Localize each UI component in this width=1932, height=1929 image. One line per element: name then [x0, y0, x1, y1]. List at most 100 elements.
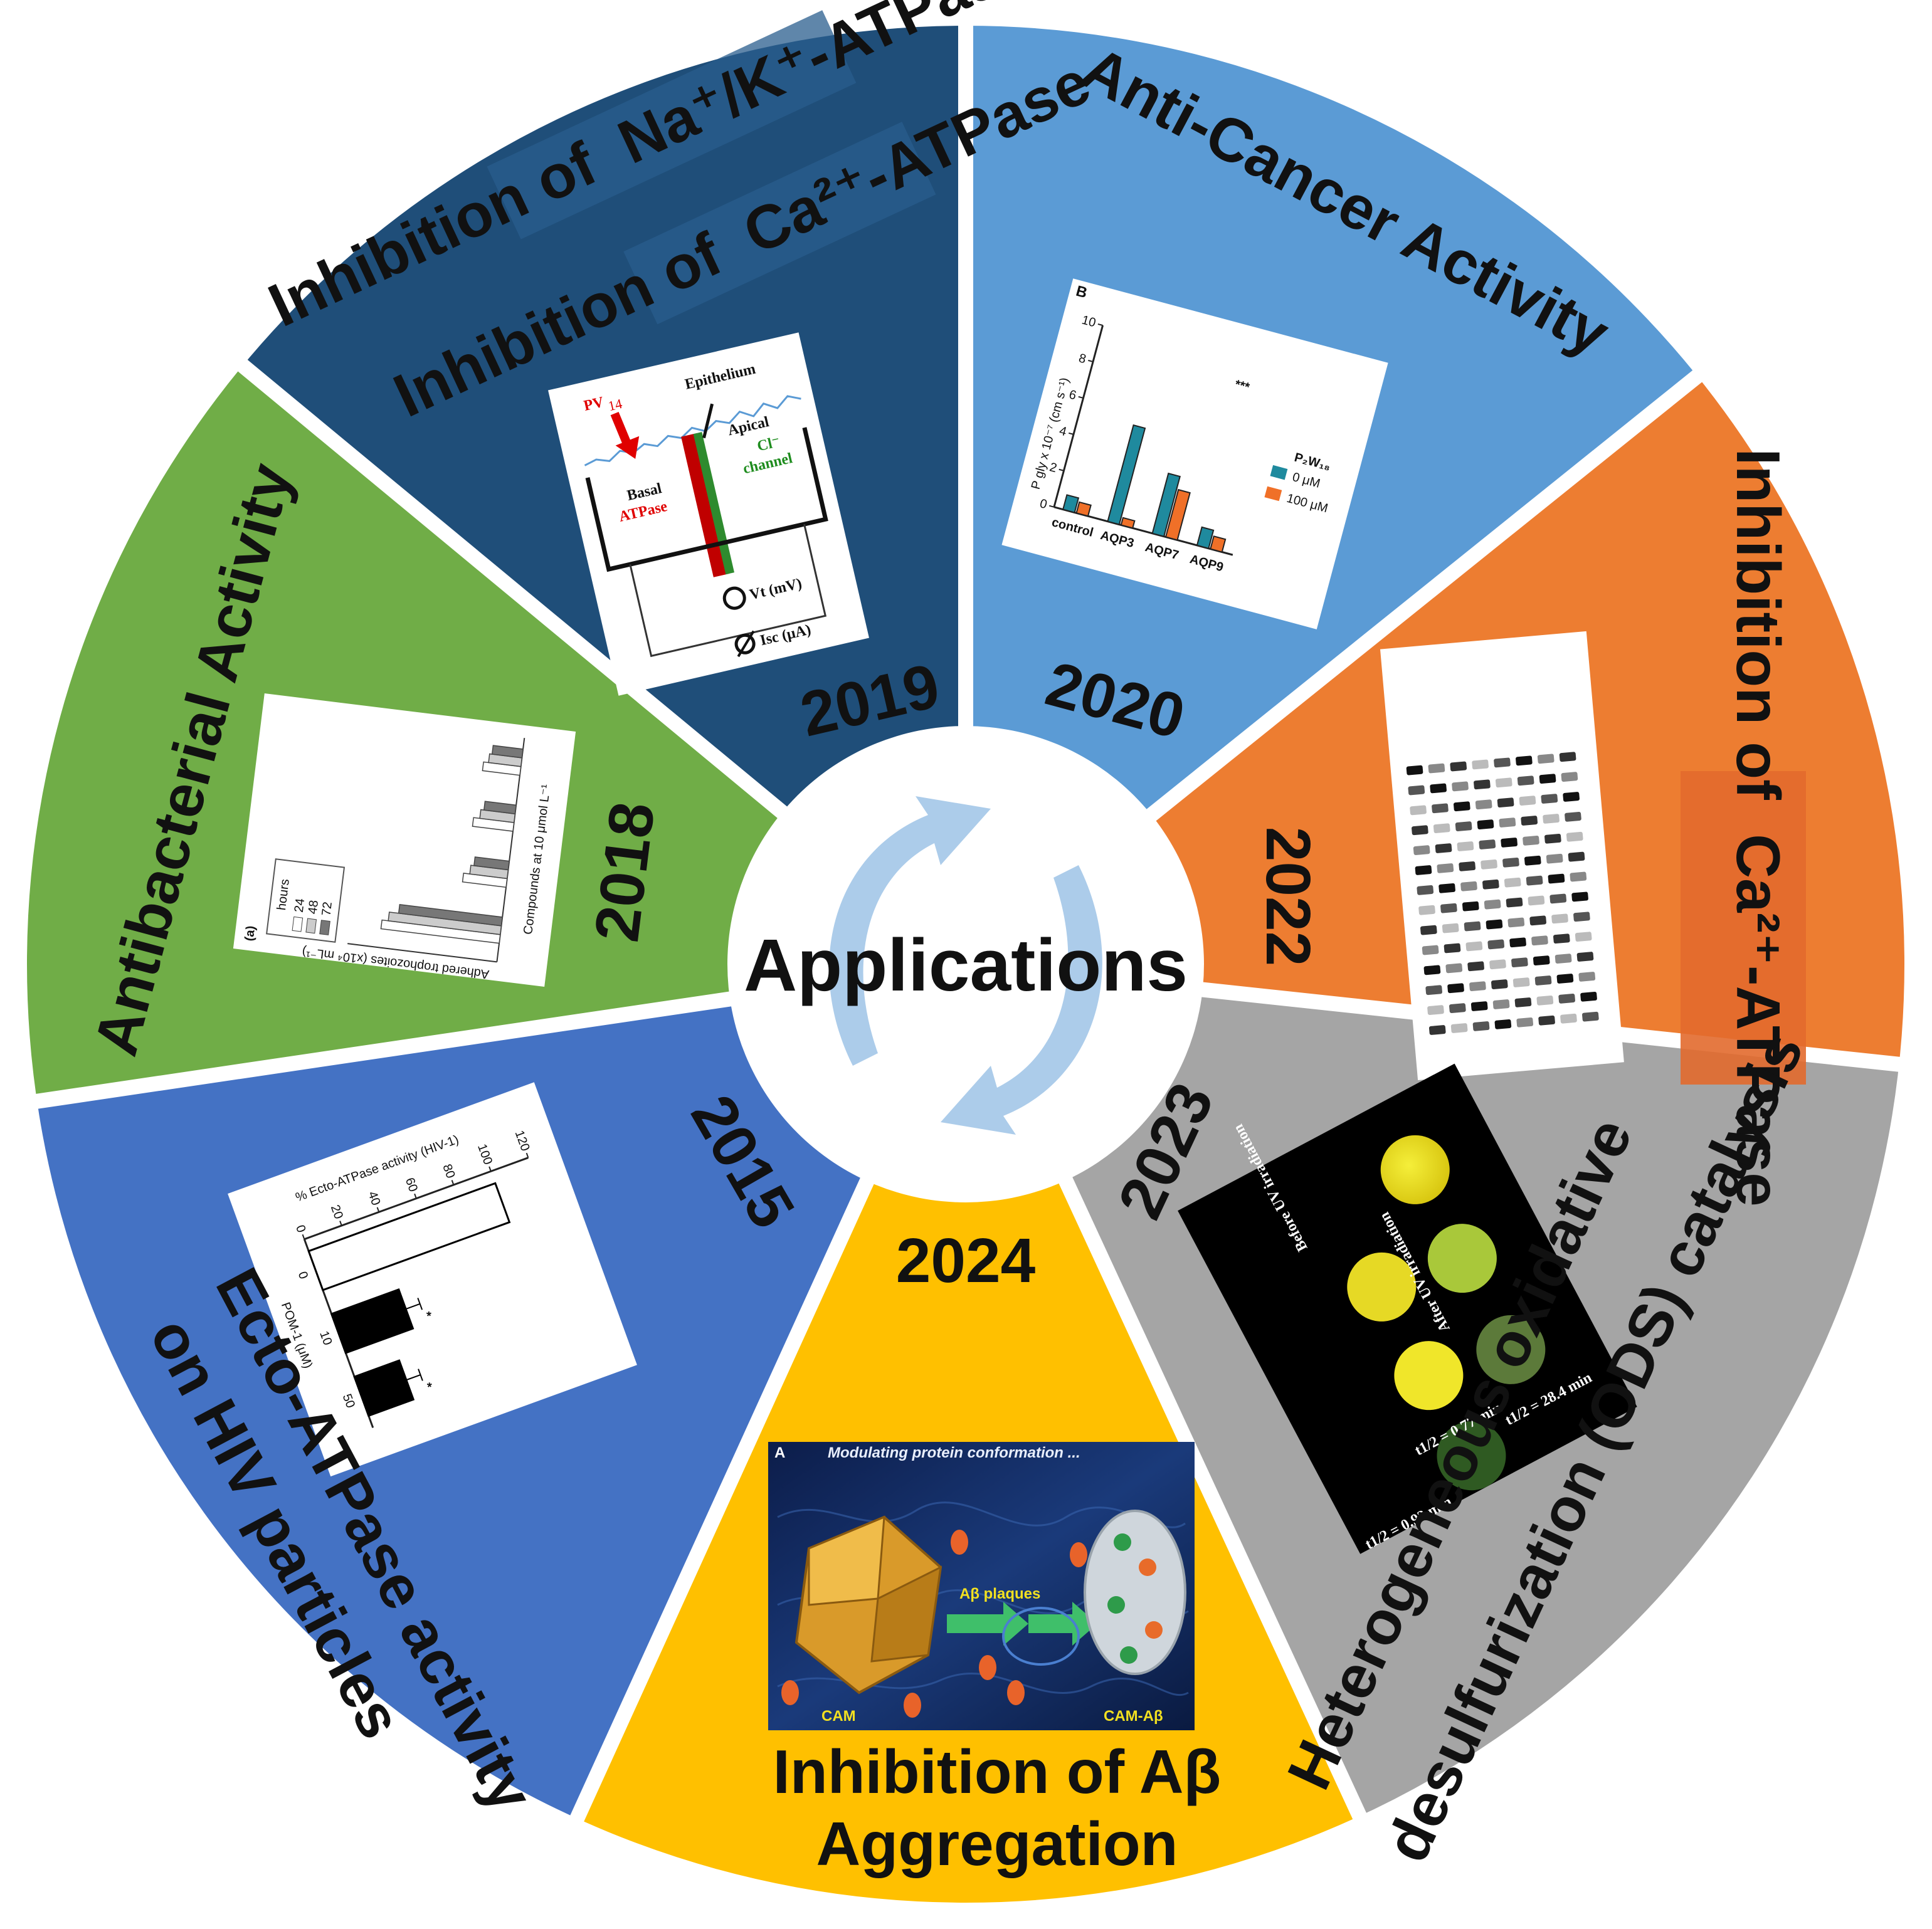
- blot-band: [1517, 775, 1534, 786]
- cycle-arrow-lower: [941, 865, 1102, 1135]
- blot-band: [1512, 977, 1530, 987]
- vt-meter: [722, 586, 746, 610]
- blot-band: [1422, 945, 1439, 955]
- highlight-box: [487, 10, 857, 239]
- y-tick: [339, 1221, 342, 1226]
- wedge-2024-line-2: Aggregation: [816, 1809, 1178, 1878]
- blot-band: [1413, 845, 1430, 855]
- pv-subscript: 14: [606, 396, 623, 414]
- blot-band: [1534, 975, 1552, 986]
- error-bar-cap: [418, 1369, 423, 1381]
- center-hub: Applications: [727, 726, 1204, 1202]
- legend-swatch: [1270, 465, 1288, 480]
- blot-band: [1560, 1013, 1577, 1024]
- blot-band: [1541, 794, 1558, 804]
- bar: [1151, 472, 1181, 537]
- blot-band: [1450, 1023, 1468, 1033]
- blot-band: [1537, 754, 1555, 764]
- isc-meter-needle: [737, 630, 755, 658]
- blot-band: [1494, 757, 1511, 768]
- blot-band: [1406, 765, 1423, 775]
- sample-well: [1427, 1224, 1497, 1293]
- cam-abeta-label: CAM-Aβ: [1104, 1708, 1163, 1725]
- legend-label: 24: [292, 898, 308, 913]
- blot-band: [1528, 895, 1545, 906]
- blot-band: [1536, 996, 1554, 1006]
- y-tick-label: 8: [1077, 351, 1087, 366]
- epithelium-membrane: [681, 433, 730, 577]
- blot-band: [1499, 817, 1516, 828]
- blot-band: [1576, 952, 1594, 962]
- protein-complex-residues: [1107, 1533, 1163, 1664]
- blot-band: [1492, 999, 1510, 1009]
- panel-letter: A: [774, 1444, 785, 1461]
- blot-band: [1445, 963, 1463, 974]
- amyloid-fibril: [1002, 1607, 1080, 1666]
- protein-conformation-panel: A Modulating protein conformation ... Aβ…: [768, 1442, 1195, 1730]
- blot-band: [1433, 823, 1450, 834]
- blot-band: [1425, 985, 1443, 996]
- legend-swatch: [292, 916, 304, 932]
- blot-band: [1455, 821, 1472, 832]
- sample-well: [1347, 1252, 1417, 1322]
- error-bar: [405, 1303, 421, 1310]
- blot-band: [1511, 957, 1528, 968]
- blot-band: [1563, 792, 1580, 802]
- y-tick: [376, 1207, 380, 1212]
- sample-well: [1394, 1341, 1464, 1411]
- blot-band: [1442, 923, 1459, 933]
- blot-band: [1546, 853, 1563, 864]
- legend-item: 48: [305, 900, 321, 934]
- highlight-box: [623, 122, 936, 325]
- blot-band: [1543, 814, 1560, 824]
- y-tick-label: 0: [1038, 497, 1048, 512]
- blot-band: [1501, 838, 1518, 848]
- blot-band: [1489, 959, 1506, 970]
- blot-band: [1418, 905, 1435, 915]
- panel-background: [1001, 278, 1388, 629]
- blot-band: [1582, 1011, 1599, 1022]
- y-tick-label: 2: [1048, 460, 1058, 475]
- blot-band: [1521, 816, 1538, 826]
- blot-band: [1474, 779, 1491, 790]
- blot-band: [1482, 879, 1499, 890]
- bar: [1120, 517, 1136, 529]
- blot-band: [1462, 901, 1479, 912]
- blot-band: [1444, 943, 1461, 954]
- blot-band: [1420, 925, 1437, 935]
- legend-box: [266, 858, 346, 943]
- blot-band: [1531, 935, 1548, 946]
- blot-band: [1450, 761, 1467, 772]
- blot-band: [1438, 883, 1455, 893]
- blot-band: [1469, 981, 1486, 992]
- blot-band: [1452, 781, 1469, 792]
- antibacterial-chart-panel: (a) hours 24 48 72: [233, 693, 576, 987]
- amyloid-particles: [781, 1530, 1087, 1718]
- blot-band: [1559, 752, 1576, 762]
- blot-band: [1457, 841, 1474, 851]
- blot-band: [1447, 983, 1464, 994]
- blot-band: [1464, 921, 1481, 932]
- legend-swatch: [319, 920, 330, 935]
- bar: [1062, 494, 1080, 513]
- y-tick: [1069, 432, 1074, 435]
- blot-band: [1538, 1015, 1555, 1026]
- blot-band: [1555, 954, 1572, 964]
- blot-band: [1417, 885, 1434, 895]
- antibacterial-bars: [380, 745, 524, 944]
- blot-band: [1432, 803, 1449, 814]
- blot-band: [1495, 777, 1512, 788]
- y-tick: [525, 1152, 529, 1159]
- blot-band: [1486, 919, 1503, 930]
- blot-band: [1519, 796, 1536, 806]
- wedge-2024-line-1: Inhibition of Aβ: [773, 1737, 1222, 1806]
- blot-band: [1526, 875, 1543, 886]
- blot-band: [1487, 939, 1505, 950]
- blot-band: [1514, 997, 1532, 1007]
- blot-band: [1553, 933, 1570, 944]
- panel-background: [233, 693, 576, 987]
- western-blot-panel: [1380, 631, 1624, 1081]
